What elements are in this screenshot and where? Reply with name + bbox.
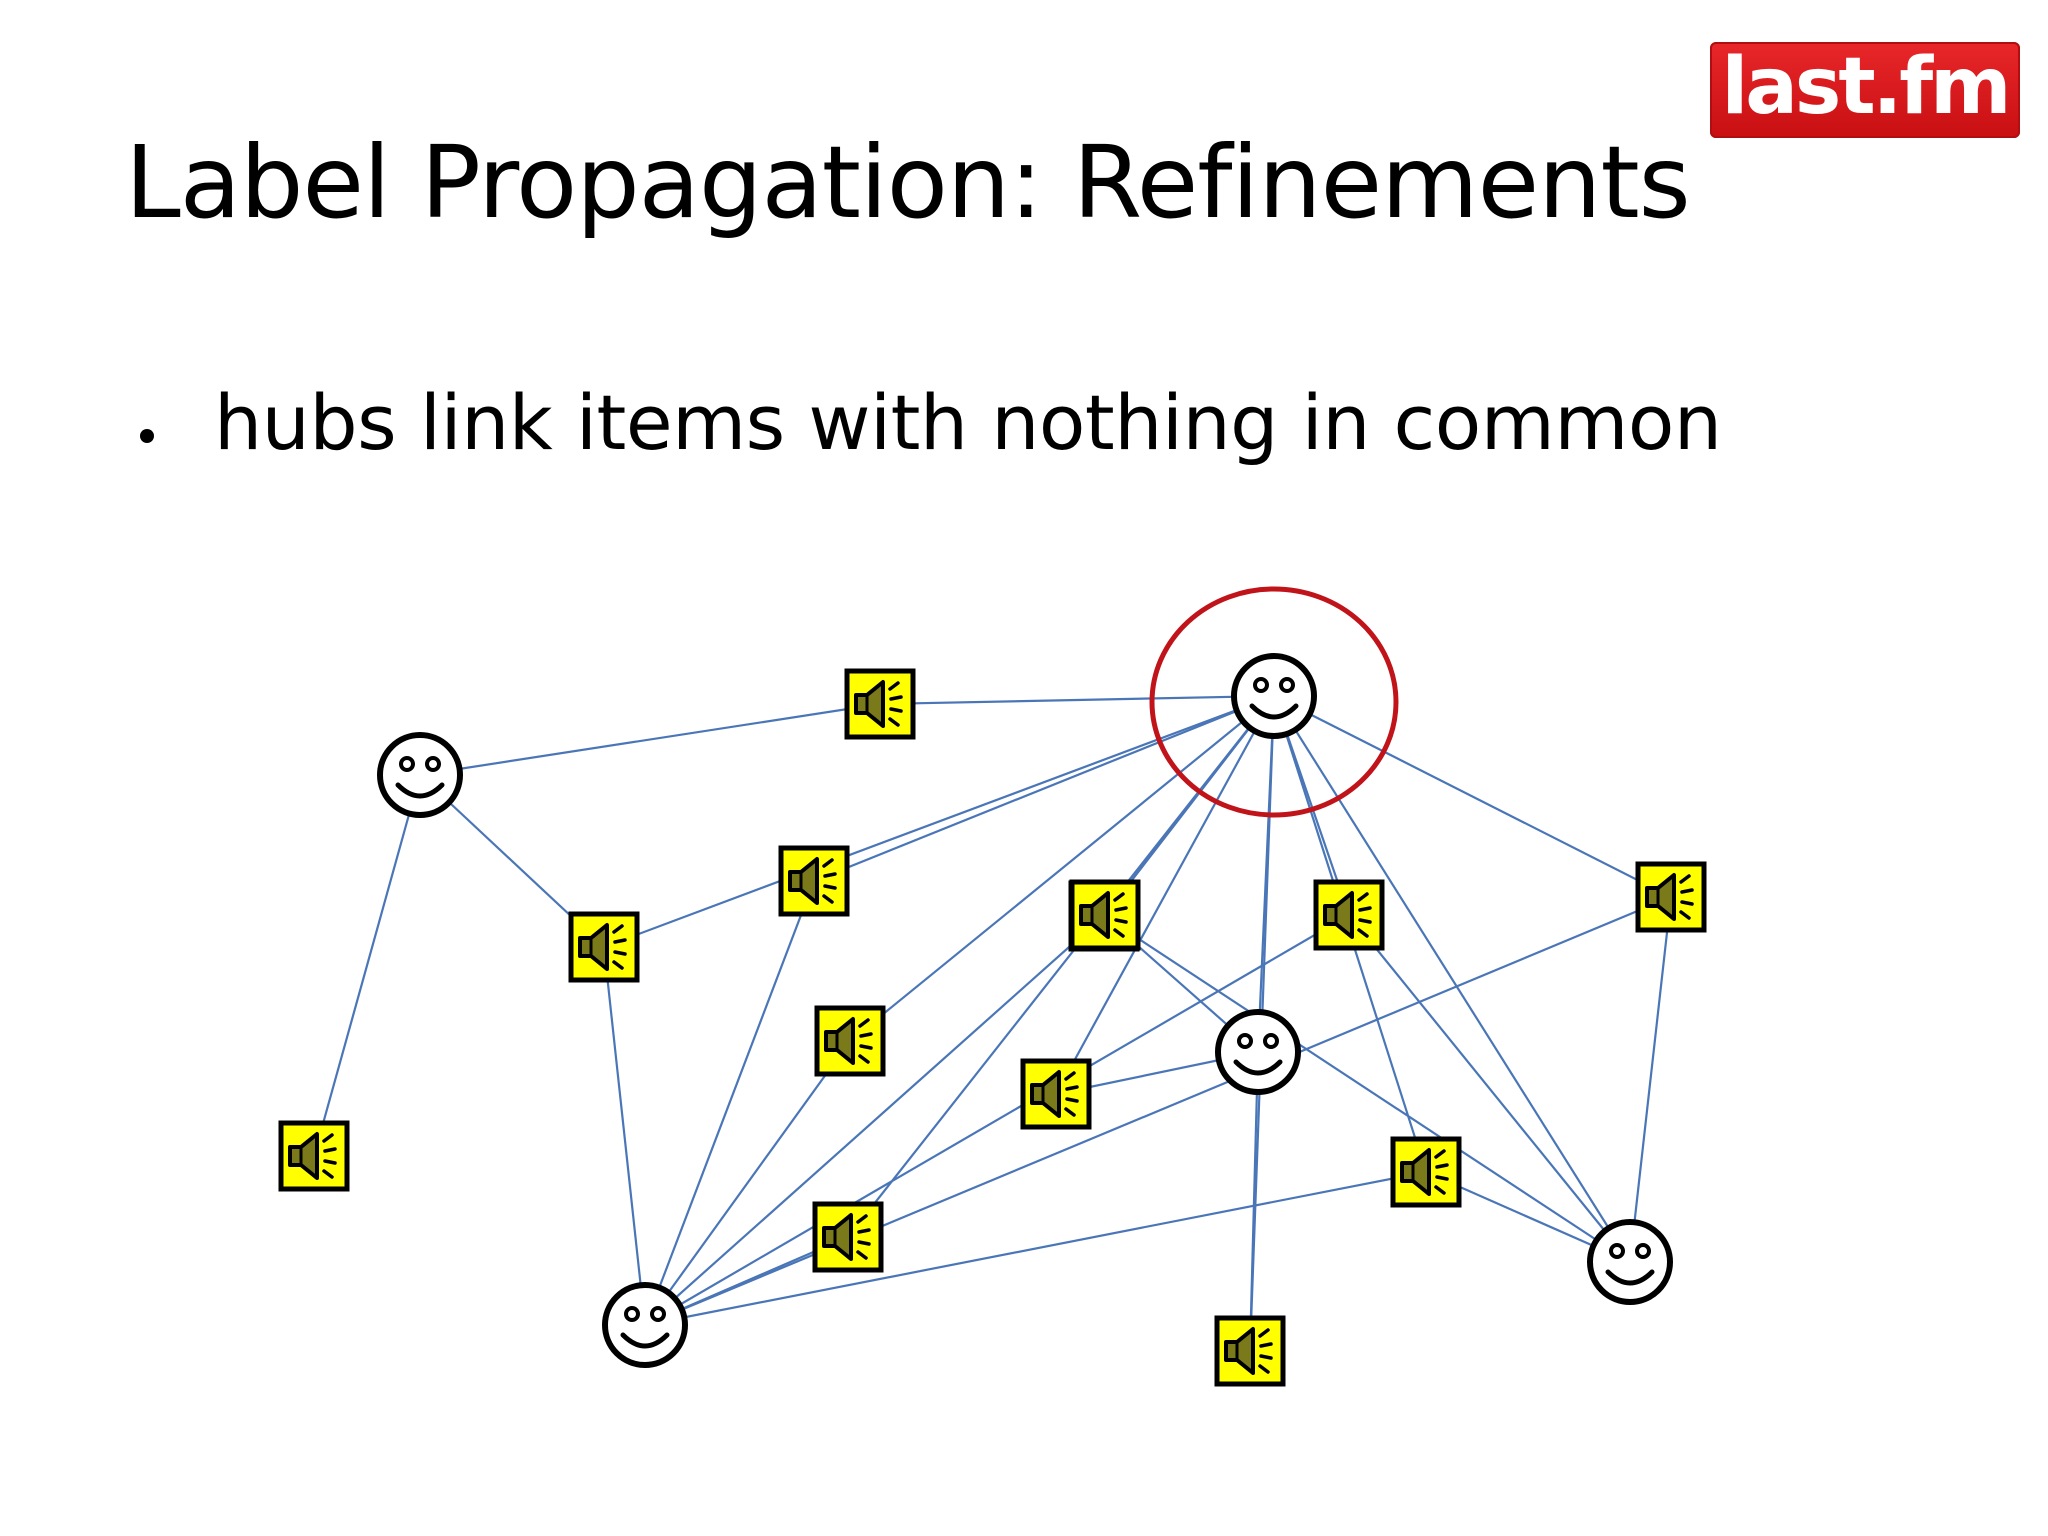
bullet-dot-icon	[140, 429, 154, 443]
smiley-face-icon	[1590, 1222, 1670, 1302]
hub-smiley-face-icon	[1234, 656, 1314, 736]
lastfm-logo: last.fm	[1710, 42, 2020, 138]
speaker-icon	[781, 848, 847, 914]
graph-edge	[603, 694, 1275, 949]
smiley-face-icon	[1218, 1012, 1298, 1092]
graph-edge	[644, 1040, 851, 1326]
speaker-icon	[1316, 882, 1382, 948]
graph-edge	[1273, 695, 1631, 1263]
graph-edge	[1628, 896, 1673, 1263]
speaker-icon	[1072, 882, 1138, 948]
graph-edge	[1055, 695, 1275, 1095]
hub-highlight-circle	[1149, 586, 1399, 818]
speaker-icon	[817, 1008, 883, 1074]
speaker-icon	[1217, 1318, 1283, 1384]
bullet-item: hubs link items with nothing in common	[140, 378, 1722, 467]
slide-title: Label Propagation: Refinements	[125, 124, 1691, 241]
graph-edge	[1256, 695, 1276, 1053]
graph-edges	[312, 694, 1673, 1352]
speaker-icon	[1393, 1139, 1459, 1205]
speaker-icon	[1638, 864, 1704, 930]
graph-edge	[1348, 914, 1631, 1263]
speaker-icon	[281, 1123, 347, 1189]
speaker-icon	[571, 914, 637, 980]
graph-edge	[602, 946, 647, 1326]
speaker-icon	[815, 1204, 881, 1270]
graph-edge	[879, 694, 1275, 706]
graph-edge	[644, 1170, 1427, 1327]
graph-edge	[644, 914, 1106, 1326]
graph-edge	[644, 914, 1350, 1326]
graph-edge	[312, 774, 422, 1157]
speaker-icon	[847, 671, 913, 737]
graph-edge	[419, 702, 881, 777]
graph-edge	[849, 695, 1275, 1042]
graph-edge	[643, 880, 816, 1326]
graph-edge	[1103, 915, 1631, 1263]
bullet-text: hubs link items with nothing in common	[214, 378, 1722, 467]
speaker-icon	[1023, 1061, 1089, 1127]
graph-nodes	[281, 656, 1704, 1384]
smiley-face-icon	[605, 1285, 685, 1365]
smiley-face-icon	[380, 735, 460, 815]
graph-edge	[1273, 695, 1672, 898]
graph-edge	[813, 694, 1275, 883]
graph-edge	[1248, 1051, 1260, 1352]
graph-edge	[847, 695, 1275, 1238]
logo-text: last.fm	[1721, 42, 2012, 132]
